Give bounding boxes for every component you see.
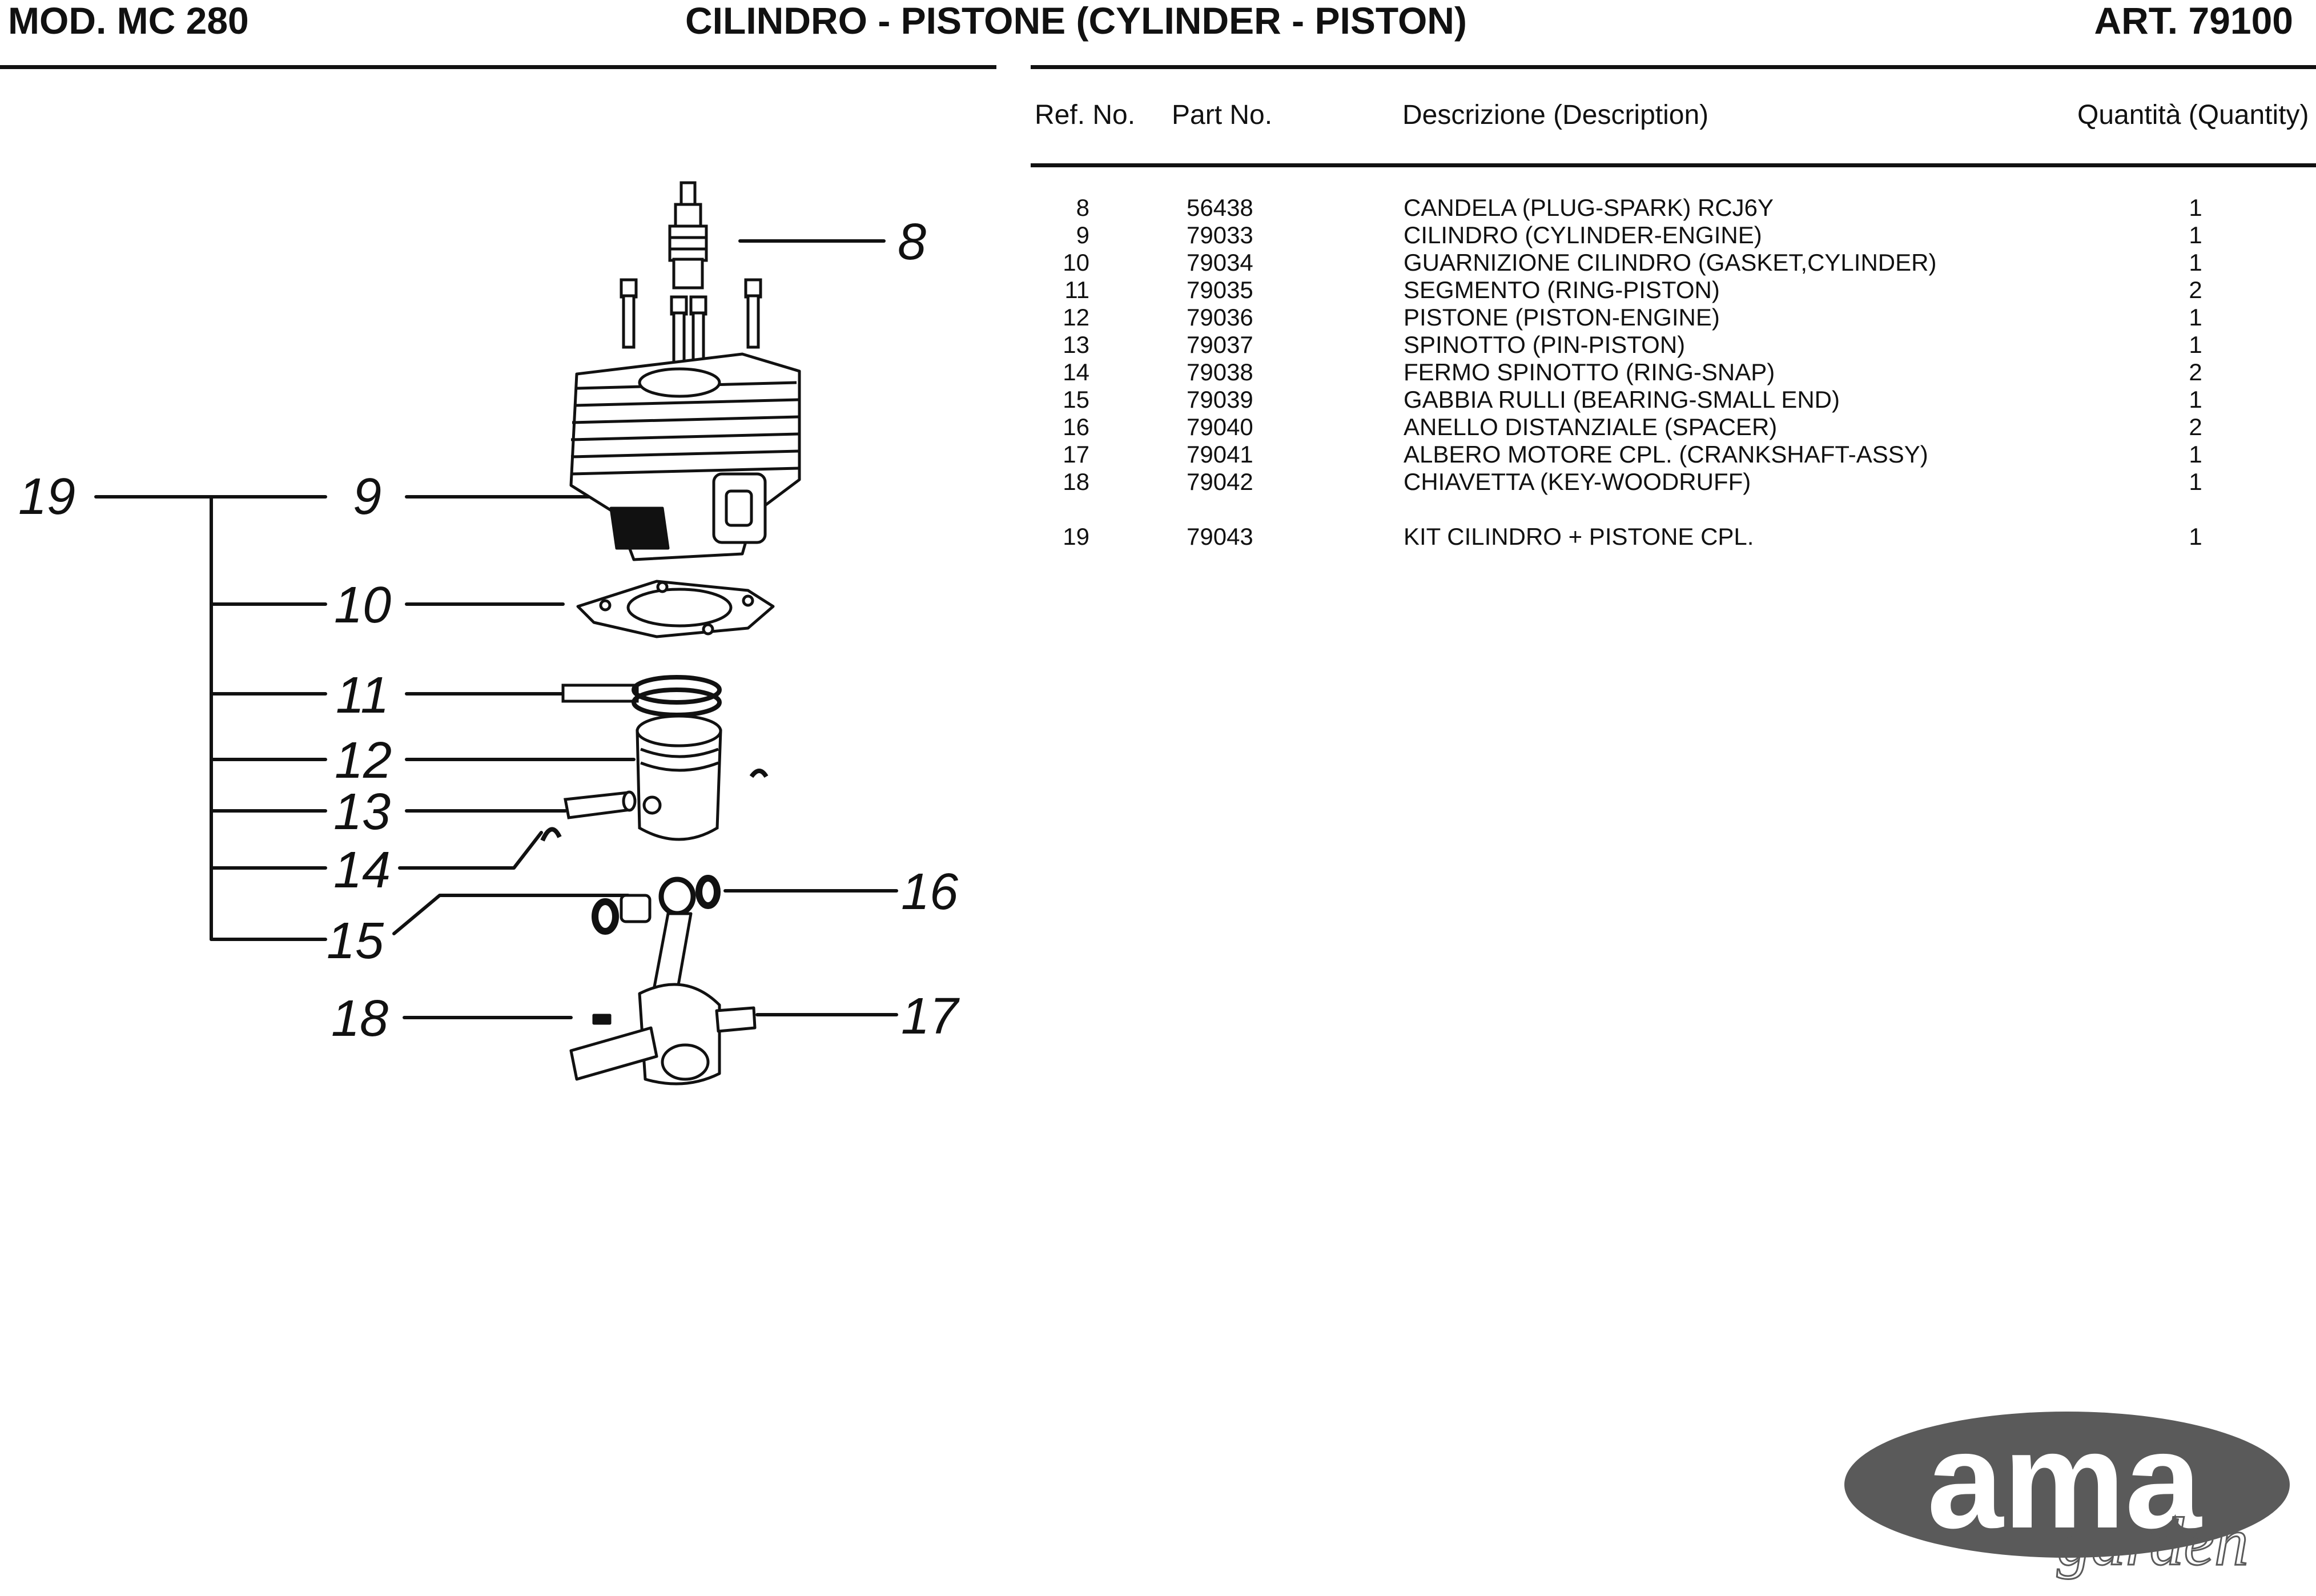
- table-row: 11 79035 SEGMENTO (RING-PISTON) 2: [1028, 276, 2316, 304]
- cell-description: FERMO SPINOTTO (RING-SNAP): [1404, 359, 1775, 385]
- logo-ellipse: [1844, 1412, 2290, 1558]
- logo-sub-text: garden: [2057, 1503, 2249, 1579]
- table-row: 14 79038 FERMO SPINOTTO (RING-SNAP) 2: [1028, 359, 2316, 386]
- cylinder-bolts: [620, 278, 762, 366]
- ama-garden-logo: ama garden: [1844, 1410, 2290, 1581]
- cell-part-no: 56438: [1187, 194, 1253, 221]
- callout-15: 15: [327, 912, 384, 970]
- cell-part-no: 79035: [1187, 276, 1253, 303]
- column-header-quantity: Quantità (Quantity): [2077, 100, 2309, 130]
- column-header-ref: Ref. No.: [1035, 100, 1136, 130]
- crankshaft-assembly-part: [569, 875, 757, 1086]
- column-header-part: Part No.: [1172, 100, 1273, 130]
- cell-quantity: 1: [2189, 194, 2202, 221]
- cell-description: CANDELA (PLUG-SPARK) RCJ6Y: [1404, 194, 1774, 221]
- callout-16: 16: [901, 863, 959, 920]
- callout-18: 18: [331, 990, 388, 1047]
- cell-ref: 17: [1063, 441, 1089, 468]
- cell-ref: 16: [1063, 413, 1089, 440]
- cell-quantity: 1: [2189, 331, 2202, 358]
- cylinder-gasket-part: [576, 580, 775, 638]
- callout-12: 12: [335, 732, 392, 789]
- cylinder-part: [569, 352, 801, 561]
- cell-description: ANELLO DISTANZIALE (SPACER): [1404, 413, 1778, 440]
- cell-part-no: 79036: [1187, 304, 1253, 331]
- table-row: 12 79036 PISTONE (PISTON-ENGINE) 1: [1028, 304, 2316, 331]
- cell-quantity: 1: [2189, 468, 2202, 495]
- table-row: 16 79040 ANELLO DISTANZIALE (SPACER) 2: [1028, 413, 2316, 441]
- cell-description: SPINOTTO (PIN-PISTON): [1404, 331, 1686, 358]
- cell-ref: 10: [1063, 249, 1089, 276]
- cell-ref: 14: [1063, 359, 1089, 385]
- table-row: 10 79034 GUARNIZIONE CILINDRO (GASKET,CYLI…: [1028, 249, 2316, 276]
- header-rule-right: [1031, 65, 2316, 69]
- header-rule-left: [0, 65, 996, 69]
- column-header-description: Descrizione (Description): [1402, 100, 1709, 130]
- callout-19: 19: [18, 468, 75, 525]
- callout-9: 9: [353, 468, 381, 525]
- table-header-rule: [1031, 163, 2316, 167]
- cell-ref: 19: [1063, 523, 1089, 550]
- piston-part: [636, 714, 769, 841]
- cell-description: SEGMENTO (RING-PISTON): [1404, 276, 1720, 303]
- leader-line-14b: [398, 831, 543, 870]
- callout-17: 17: [901, 988, 960, 1045]
- cell-description: CHIAVETTA (KEY-WOODRUFF): [1404, 468, 1751, 495]
- cell-quantity: 2: [2189, 359, 2202, 385]
- callout-14: 14: [333, 842, 391, 899]
- table-row: 19 79043 KIT CILINDRO + PISTONE CPL. 1: [1028, 523, 2316, 550]
- cell-part-no: 79039: [1187, 386, 1253, 413]
- piston-rings-part: [561, 675, 722, 717]
- cell-quantity: 1: [2189, 523, 2202, 550]
- cell-quantity: 1: [2189, 386, 2202, 413]
- table-row: 8 56438 CANDELA (PLUG-SPARK) RCJ6Y 1: [1028, 194, 2316, 222]
- spark-plug-part: [668, 181, 708, 290]
- model-label: MOD. MC 280: [8, 0, 249, 42]
- parts-table: 8 56438 CANDELA (PLUG-SPARK) RCJ6Y 1 9 79033…: [1028, 194, 2316, 550]
- cell-part-no: 79034: [1187, 249, 1253, 276]
- cell-quantity: 1: [2189, 249, 2202, 276]
- cell-ref: 18: [1063, 468, 1089, 495]
- article-label: ART. 79100: [2094, 0, 2293, 42]
- leader-line-15b: [392, 894, 630, 935]
- cell-description: PISTONE (PISTON-ENGINE): [1404, 304, 1720, 331]
- cell-description: GUARNIZIONE CILINDRO (GASKET,CYLINDER): [1404, 249, 1937, 276]
- cell-ref: 15: [1063, 386, 1089, 413]
- callout-11: 11: [336, 667, 389, 724]
- cell-ref: 13: [1063, 331, 1089, 358]
- cell-quantity: 1: [2189, 441, 2202, 468]
- table-row: 9 79033 CILINDRO (CYLINDER-ENGINE) 1: [1028, 222, 2316, 249]
- cell-part-no: 79033: [1187, 222, 1253, 248]
- callout-8: 8: [898, 214, 926, 271]
- cell-part-no: 79037: [1187, 331, 1253, 358]
- cell-part-no: 79040: [1187, 413, 1253, 440]
- exploded-parts-diagram: 8 9 10 11 12 13 14 15 16 17 18 19: [18, 181, 960, 1086]
- piston-pin-part: [540, 790, 637, 842]
- cell-quantity: 2: [2189, 413, 2202, 440]
- table-row: 15 79039 GABBIA RULLI (BEARING-SMALL END) 1: [1028, 386, 2316, 413]
- cell-quantity: 1: [2189, 222, 2202, 248]
- cell-description: CILINDRO (CYLINDER-ENGINE): [1404, 222, 1762, 248]
- cell-part-no: 79041: [1187, 441, 1253, 468]
- logo-brand-text: ama: [1927, 1410, 2202, 1557]
- page-title: CILINDRO - PISTONE (CYLINDER - PISTON): [685, 0, 1467, 42]
- table-row: 13 79037 SPINOTTO (PIN-PISTON) 1: [1028, 331, 2316, 359]
- cell-quantity: 1: [2189, 304, 2202, 331]
- cell-description: GABBIA RULLI (BEARING-SMALL END): [1404, 386, 1840, 413]
- cell-description: KIT CILINDRO + PISTONE CPL.: [1404, 523, 1754, 550]
- cell-ref: 12: [1063, 304, 1089, 331]
- cell-part-no: 79042: [1187, 468, 1253, 495]
- cell-ref: 9: [1076, 222, 1089, 248]
- cell-ref: 8: [1076, 194, 1089, 221]
- cell-description: ALBERO MOTORE CPL. (CRANKSHAFT-ASSY): [1404, 441, 1928, 468]
- table-row: 18 79042 CHIAVETTA (KEY-WOODRUFF) 1: [1028, 468, 2316, 496]
- cell-quantity: 2: [2189, 276, 2202, 303]
- cell-part-no: 79043: [1187, 523, 1253, 550]
- table-row: 17 79041 ALBERO MOTORE CPL. (CRANKSHAFT-AS…: [1028, 441, 2316, 468]
- cell-ref: 11: [1064, 276, 1089, 303]
- callout-10: 10: [334, 577, 391, 634]
- callout-13: 13: [333, 783, 391, 841]
- cell-part-no: 79038: [1187, 359, 1253, 385]
